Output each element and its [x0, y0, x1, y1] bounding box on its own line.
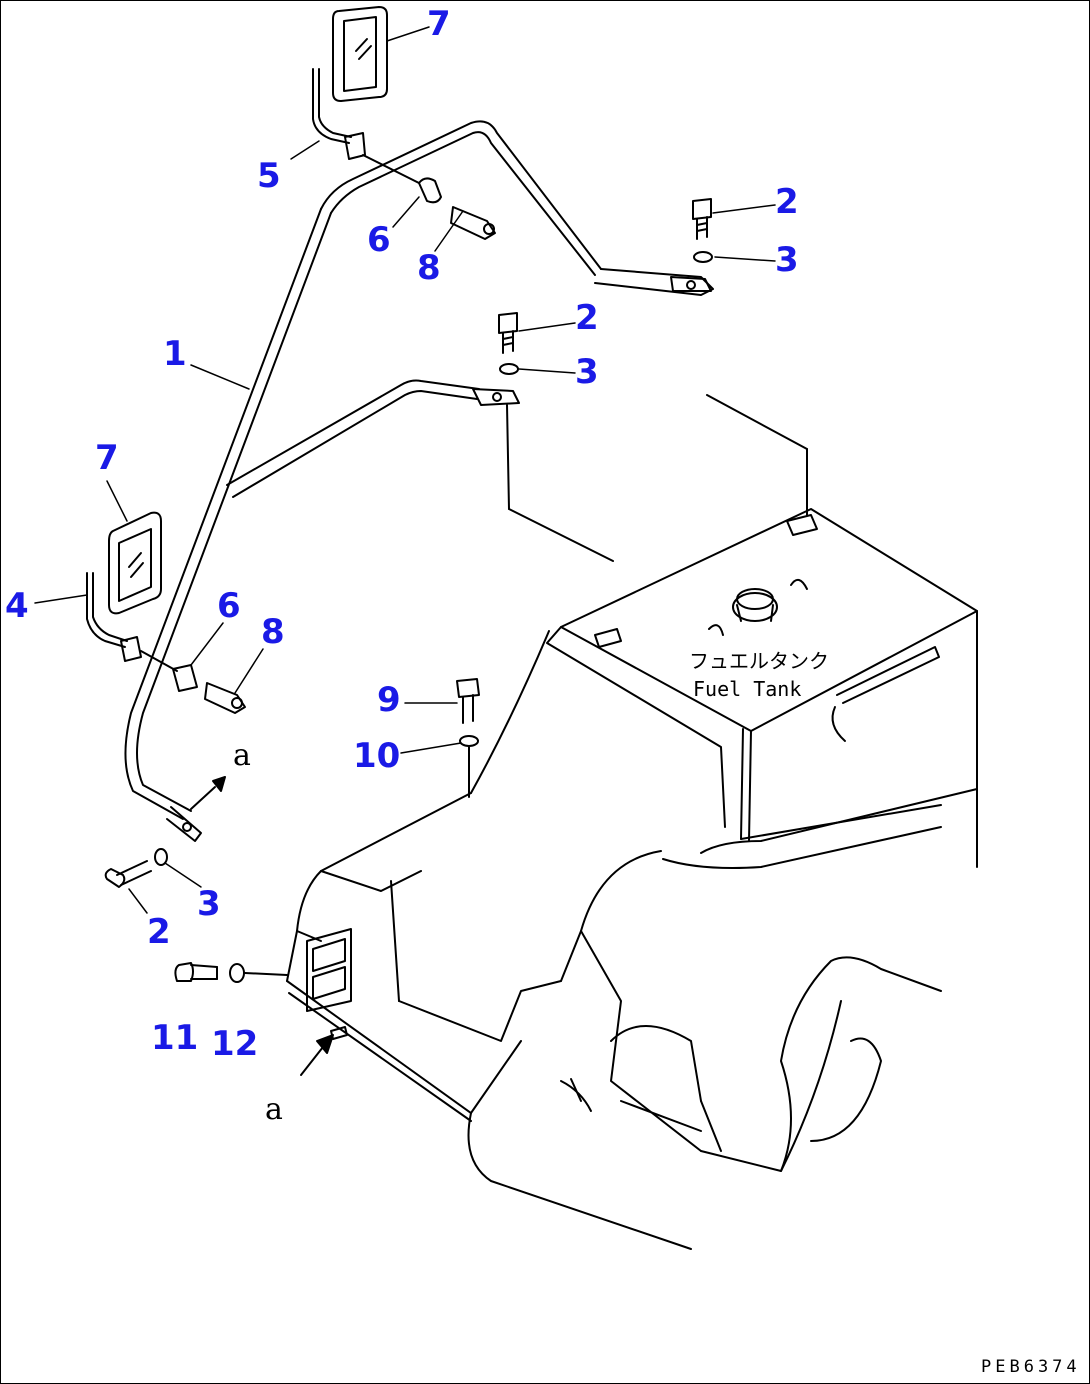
callout-8-upper: 8: [417, 248, 441, 288]
upper-mirror: [332, 6, 388, 102]
lower-clamp-and-pin: [140, 650, 246, 714]
handrail-frame: [124, 120, 714, 842]
callout-2-lower: 2: [147, 912, 171, 952]
assembly-leaders: [506, 394, 808, 562]
machine-body: [286, 626, 978, 1250]
callout-3-middle: 3: [575, 352, 599, 392]
callout-3-upper-right: 3: [775, 240, 799, 280]
view-arrow-bottom: [300, 1026, 348, 1076]
callout-6-lower: 6: [217, 586, 241, 626]
middle-bolt-set: [498, 312, 519, 375]
tank-label-en: Fuel Tank: [693, 677, 802, 701]
callout-7-lower: 7: [95, 438, 119, 478]
callout-2-middle: 2: [575, 298, 599, 338]
callout-8-lower: 8: [261, 612, 285, 652]
callout-12: 12: [211, 1024, 259, 1064]
cover-bolt-set: [456, 678, 480, 798]
step-bolt-set: [174, 962, 288, 983]
lower-left-bolt-set: [104, 848, 168, 888]
upper-clamp-and-pin: [362, 154, 496, 240]
lower-mirror-stay: [86, 572, 142, 662]
callout-11: 11: [151, 1018, 199, 1058]
callout-3-lower: 3: [197, 884, 221, 924]
callout-leaders: [34, 26, 776, 914]
fuel-tank: [560, 508, 978, 868]
upper-mirror-stay: [312, 68, 366, 160]
view-mark-a-top: a: [233, 738, 251, 773]
view-arrow-top: [190, 776, 226, 810]
callout-10: 10: [353, 736, 401, 776]
view-mark-a-bottom: a: [265, 1092, 283, 1127]
callout-5: 5: [257, 156, 281, 196]
callout-6-upper: 6: [367, 220, 391, 260]
callout-9: 9: [377, 680, 401, 720]
callout-7-upper: 7: [427, 4, 451, 44]
callout-4: 4: [5, 586, 29, 626]
drawing-code: PEB6374: [981, 1357, 1081, 1377]
callout-1: 1: [163, 334, 187, 374]
callout-2-upper-right: 2: [775, 182, 799, 222]
lower-mirror: [108, 511, 162, 615]
tank-label-jp: フュエルタンク: [689, 649, 829, 673]
upper-right-bolt-set: [692, 198, 713, 263]
